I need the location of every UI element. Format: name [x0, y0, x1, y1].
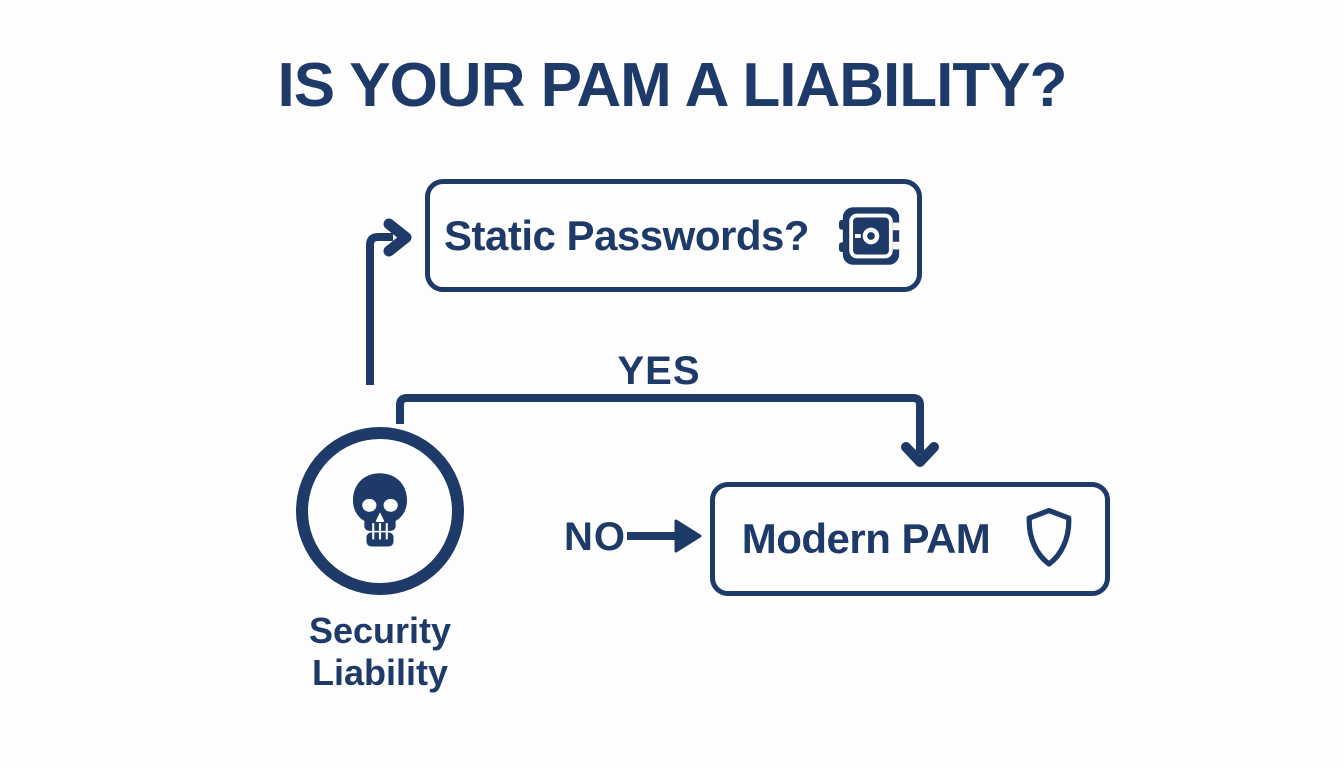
arrow-up-to-question: [366, 218, 412, 385]
security-liability-label-line2: Liability: [311, 651, 449, 693]
edge-label-no: NO: [564, 515, 626, 559]
arrow-no-to-modern: [627, 519, 702, 553]
modern-pam-label: Modern PAM: [741, 515, 991, 562]
security-liability-label: Security Liability: [265, 610, 495, 694]
security-liability-node: [296, 427, 464, 595]
shield-icon: [1026, 507, 1072, 567]
arrow-yes-connector: [396, 394, 939, 467]
edge-label-yes: YES: [617, 349, 701, 393]
safe-icon: [838, 206, 903, 265]
question-box-label: Static Passwords?: [444, 211, 809, 259]
question-box-static-passwords: Static Passwords?: [425, 179, 922, 292]
page-title: IS YOUR PAM A LIABILITY?: [277, 51, 1068, 120]
skull-icon: [352, 473, 408, 547]
answer-box-modern-pam: Modern PAM: [710, 482, 1110, 596]
security-liability-label-line1: Security: [308, 610, 452, 651]
